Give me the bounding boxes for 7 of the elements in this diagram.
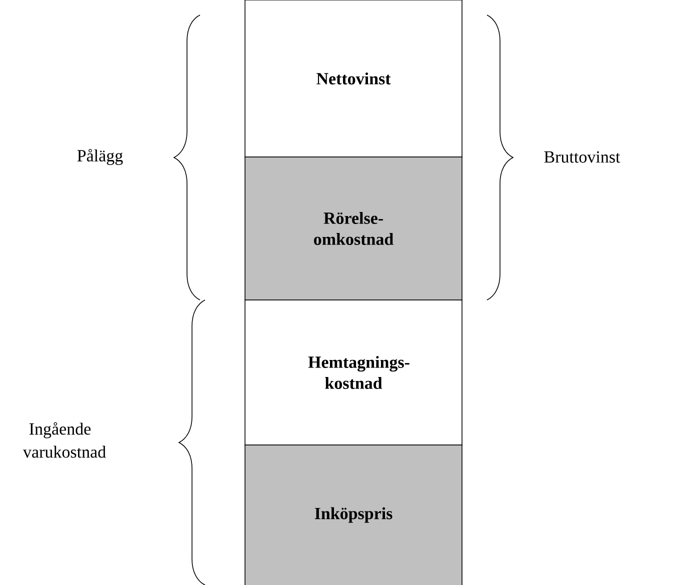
stack-segment: Nettovinst <box>244 0 462 158</box>
brace-label: Bruttovinst <box>544 151 620 163</box>
brace-label: Ingående varukostnad <box>23 422 106 458</box>
stack-segment: Hemtagnings- kostnad <box>244 300 462 446</box>
stack-segment: Inköpspris <box>244 444 462 585</box>
brace-label: Pålägg <box>77 149 123 165</box>
stack-segment: Rörelse- omkostnad <box>244 156 462 300</box>
